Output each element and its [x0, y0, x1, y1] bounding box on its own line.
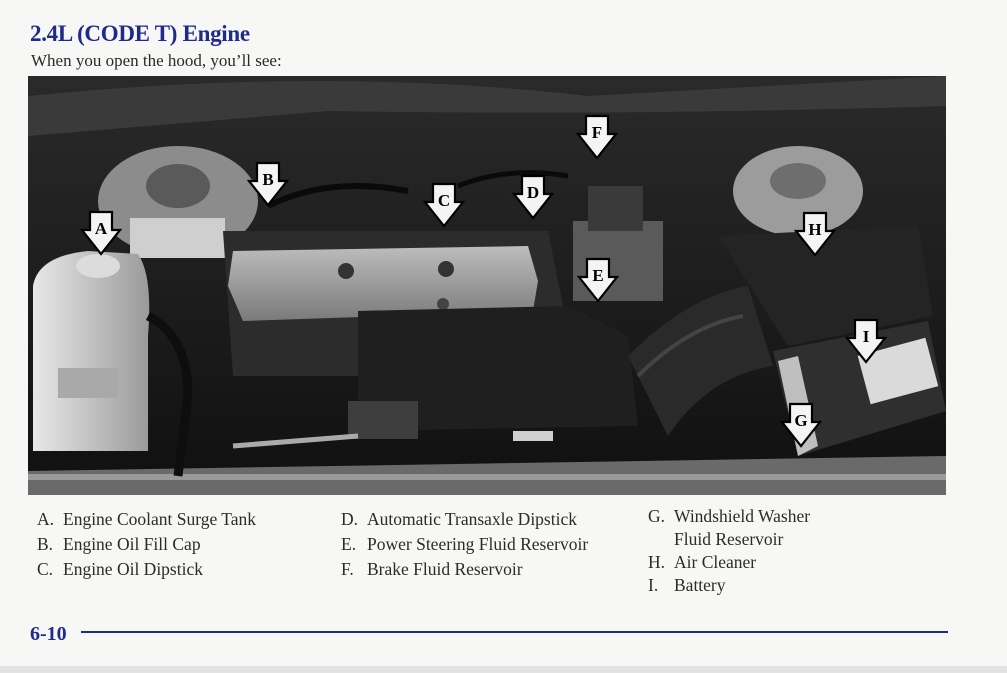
- legend-item-e: E. Power Steering Fluid Reservoir: [341, 532, 588, 557]
- legend-item-g: G. Windshield Washer Fluid Reservoir: [648, 505, 834, 551]
- marker-f-brake-fluid-reservoir: F: [575, 114, 619, 160]
- legend-text: Air Cleaner: [674, 552, 757, 572]
- legend-text: Automatic Transaxle Dipstick: [367, 509, 577, 529]
- marker-letter: G: [794, 411, 807, 430]
- legend-text: Engine Oil Dipstick: [63, 559, 203, 579]
- legend-item-b: B. Engine Oil Fill Cap: [37, 532, 256, 557]
- legend-text: Windshield Washer Fluid Reservoir: [674, 506, 811, 549]
- page-title: 2.4L (CODE T) Engine: [30, 21, 250, 46]
- marker-letter: F: [592, 123, 602, 142]
- legend-column-1: A. Engine Coolant Surge Tank B. Engine O…: [37, 507, 256, 582]
- marker-i-battery: I: [844, 318, 888, 364]
- page-subtitle: When you open the hood, you’ll see:: [31, 51, 282, 70]
- footer-rule: [81, 631, 948, 633]
- legend-key: I.: [648, 575, 659, 595]
- bottom-strip: [0, 666, 1007, 673]
- engine-compartment-photo: A B C D E F G H I: [28, 76, 946, 495]
- legend-item-d: D. Automatic Transaxle Dipstick: [341, 507, 588, 532]
- marker-arrow-icon: [511, 174, 555, 220]
- legend-key: C.: [37, 559, 54, 579]
- legend-column-3: G. Windshield Washer Fluid Reservoir H. …: [648, 505, 834, 597]
- legend-item-a: A. Engine Coolant Surge Tank: [37, 507, 256, 532]
- marker-letter: B: [262, 170, 273, 189]
- legend-text: Power Steering Fluid Reservoir: [367, 534, 589, 554]
- legend-key: F.: [341, 559, 354, 579]
- marker-arrow-icon: [779, 402, 823, 448]
- legend-column-2: D. Automatic Transaxle Dipstick E. Power…: [341, 507, 588, 582]
- legend-key: E.: [341, 534, 357, 554]
- marker-e-power-steering-fluid-reservoir: E: [576, 257, 620, 303]
- legend-key: G.: [648, 506, 666, 526]
- page-number: 6-10: [30, 623, 67, 645]
- legend-item-c: C. Engine Oil Dipstick: [37, 557, 256, 582]
- legend-key: D.: [341, 509, 359, 529]
- legend-key: H.: [648, 552, 666, 572]
- marker-letter: D: [527, 183, 539, 202]
- marker-arrow-icon: [576, 257, 620, 303]
- legend-key: A.: [37, 509, 55, 529]
- legend-text: Engine Coolant Surge Tank: [63, 509, 257, 529]
- legend-item-h: H. Air Cleaner: [648, 551, 834, 574]
- marker-a-engine-coolant-surge-tank: A: [79, 210, 123, 256]
- marker-arrow-icon: [422, 182, 466, 228]
- marker-d-automatic-transaxle-dipstick: D: [511, 174, 555, 220]
- marker-letter: C: [438, 191, 450, 210]
- legend-text: Battery: [674, 575, 726, 595]
- marker-letter: E: [592, 266, 603, 285]
- marker-b-engine-oil-fill-cap: B: [246, 161, 290, 207]
- marker-arrow-icon: [793, 211, 837, 257]
- marker-arrow-icon: [844, 318, 888, 364]
- legend-text: Engine Oil Fill Cap: [63, 534, 201, 554]
- marker-arrow-icon: [575, 114, 619, 160]
- marker-g-windshield-washer-fluid-reservoir: G: [779, 402, 823, 448]
- legend-key: B.: [37, 534, 54, 554]
- legend-text: Brake Fluid Reservoir: [367, 559, 523, 579]
- marker-letter: A: [95, 219, 108, 238]
- legend-item-i: I. Battery: [648, 574, 834, 597]
- marker-arrow-icon: [79, 210, 123, 256]
- marker-letter: H: [808, 220, 821, 239]
- marker-h-air-cleaner: H: [793, 211, 837, 257]
- marker-arrow-icon: [246, 161, 290, 207]
- marker-c-engine-oil-dipstick: C: [422, 182, 466, 228]
- marker-letter: I: [863, 327, 870, 346]
- legend-item-f: F. Brake Fluid Reservoir: [341, 557, 588, 582]
